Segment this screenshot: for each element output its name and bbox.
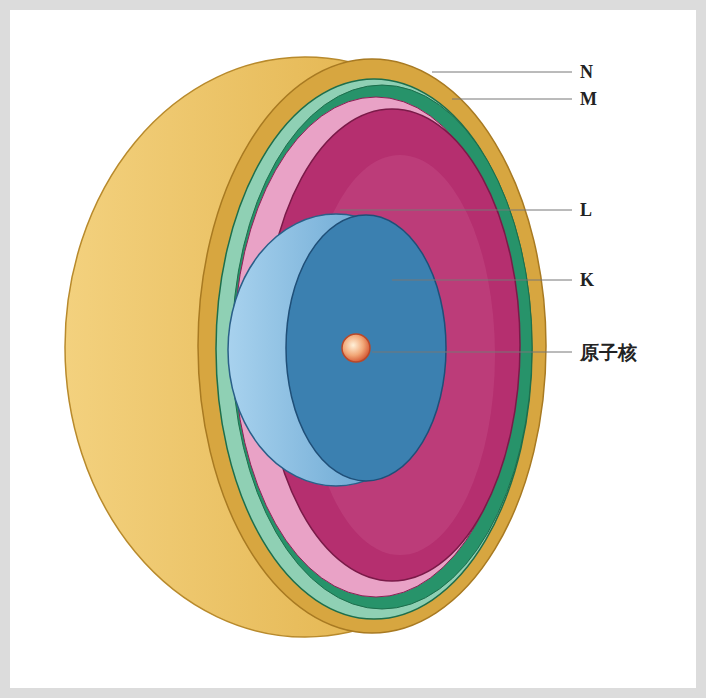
m-shell-inner [216, 79, 532, 619]
n-shell-dome [65, 57, 545, 637]
shell-label: K [580, 271, 594, 289]
part-label: 原子核 [580, 343, 637, 362]
shell-label: L [580, 201, 592, 219]
leader-line [452, 99, 572, 100]
n-shell-face [198, 59, 546, 633]
leader-line [432, 72, 572, 73]
background [10, 10, 696, 688]
leader-line [340, 210, 572, 211]
leader-line [372, 352, 572, 353]
shell-label: M [580, 90, 597, 108]
shell-label: N [580, 63, 593, 81]
nucleus [342, 334, 370, 362]
leader-line [392, 280, 572, 281]
k-shell-face [286, 215, 446, 481]
l-shell-face [264, 109, 520, 581]
